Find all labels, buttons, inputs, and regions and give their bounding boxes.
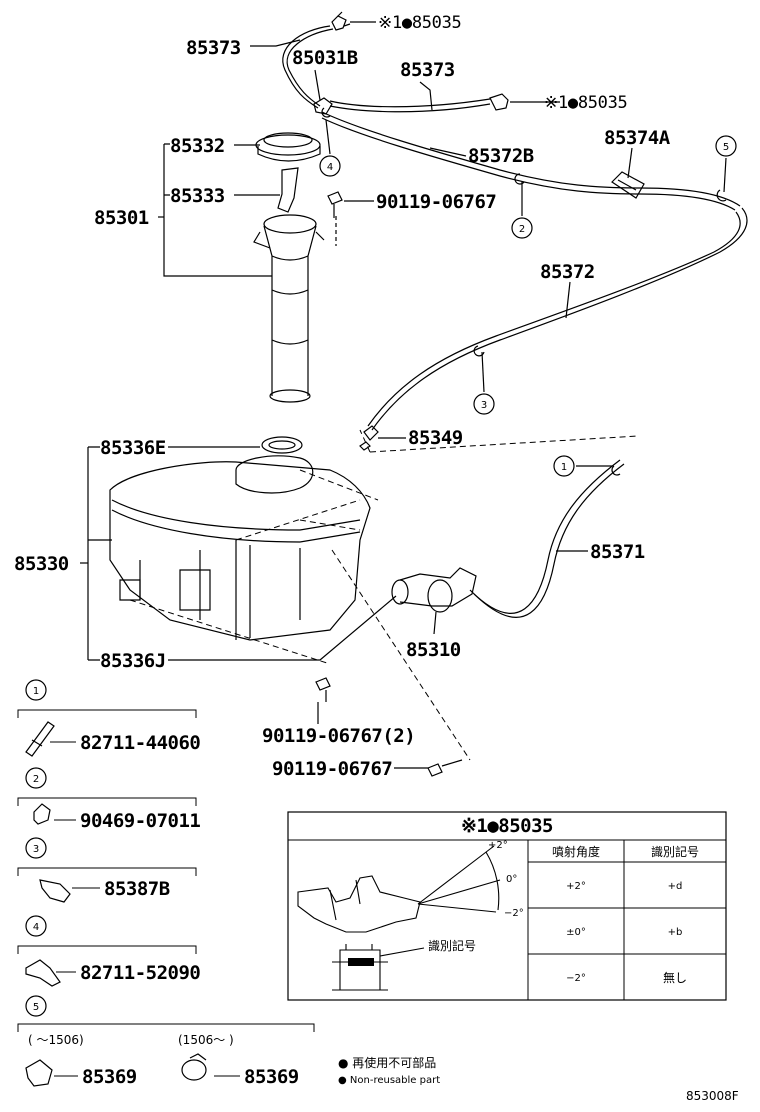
legend-num-4: 4 bbox=[33, 922, 39, 933]
washer-tank-85330 bbox=[109, 455, 371, 641]
callout-85333: 85333 bbox=[170, 185, 225, 207]
legend-part-2: 90469-07011 bbox=[80, 810, 200, 832]
svg-text:3: 3 bbox=[481, 400, 487, 411]
callout-circle-2 bbox=[511, 217, 533, 239]
nozzle-angle-inset: ※1●85035 噴射角度 識別記号 +2° +d ±0° +b −2° 無し … bbox=[287, 811, 727, 1001]
inset-label-plus2: +2° bbox=[488, 840, 508, 851]
svg-text:4: 4 bbox=[327, 162, 333, 173]
callout-85035-top: ※1●85035 bbox=[378, 13, 462, 33]
svg-text:5: 5 bbox=[723, 142, 729, 153]
inset-label-minus2: −2° bbox=[504, 908, 524, 919]
clamp-icon-5-left bbox=[25, 1059, 53, 1087]
legend-range-right: (1506～ ) bbox=[178, 1033, 234, 1047]
filler-cap-85332 bbox=[255, 132, 321, 162]
callout-85371: 85371 bbox=[590, 541, 645, 563]
legend-part-4: 82711-52090 bbox=[80, 962, 200, 984]
inset-col-angle: 噴射角度 bbox=[552, 844, 600, 859]
hose-85372b bbox=[321, 111, 741, 207]
bolt-90119-top bbox=[327, 191, 343, 218]
washer-pump-85310 bbox=[391, 567, 477, 613]
callout-circle-4 bbox=[319, 155, 341, 177]
callout-85336e: 85336E bbox=[100, 437, 166, 459]
clamp-icon-5-right bbox=[181, 1053, 207, 1081]
clip-85374a bbox=[611, 171, 645, 199]
bolt-90119-2 bbox=[315, 677, 331, 702]
inset-col-id: 識別記号 bbox=[651, 844, 699, 859]
legend-part-5-right: 85369 bbox=[244, 1066, 299, 1088]
inset-row3-angle: −2° bbox=[566, 973, 586, 984]
callout-90119-2: 90119-06767(2) bbox=[262, 725, 415, 747]
legend-part-1: 82711-44060 bbox=[80, 732, 200, 754]
callout-85301: 85301 bbox=[94, 207, 149, 229]
callout-85031b: 85031B bbox=[292, 47, 358, 69]
callout-85330: 85330 bbox=[14, 553, 69, 575]
clamp-icon-3 bbox=[39, 879, 71, 903]
svg-text:2: 2 bbox=[519, 224, 525, 235]
callout-85336j: 85336J bbox=[100, 650, 166, 672]
callout-85310: 85310 bbox=[406, 639, 461, 661]
callout-85372b: 85372B bbox=[468, 145, 534, 167]
svg-text:1: 1 bbox=[561, 462, 567, 473]
inset-row1-angle: +2° bbox=[566, 881, 586, 892]
callout-90119-bot: 90119-06767 bbox=[272, 758, 392, 780]
figure-id: 853008F bbox=[686, 1089, 739, 1103]
legend: 1 2 3 4 5 bbox=[17, 679, 315, 1088]
legend-num-3: 3 bbox=[33, 844, 39, 855]
inset-row2-angle: ±0° bbox=[566, 927, 586, 938]
callout-90119-top: 90119-06767 bbox=[376, 191, 496, 213]
callout-85349: 85349 bbox=[408, 427, 463, 449]
callout-85372: 85372 bbox=[540, 261, 595, 283]
callout-85035-mid: ※1●85035 bbox=[544, 93, 628, 113]
washer-nozzle-mid bbox=[489, 93, 509, 111]
inset-row2-id: +b bbox=[668, 927, 683, 938]
clip-icon-4 bbox=[25, 959, 61, 987]
gasket-85336e bbox=[261, 436, 303, 454]
inset-label-mark: 識別記号 bbox=[428, 938, 476, 953]
legend-part-3: 85387B bbox=[104, 878, 170, 900]
callout-circle-3 bbox=[473, 393, 495, 415]
clip-icon-2 bbox=[33, 803, 51, 825]
callout-85373-b: 85373 bbox=[400, 59, 455, 81]
legend-range-left: ( ～1506) bbox=[28, 1033, 84, 1047]
legend-num-5: 5 bbox=[33, 1002, 39, 1013]
callout-85373-a: 85373 bbox=[186, 37, 241, 59]
legend-part-5-left: 85369 bbox=[82, 1066, 137, 1088]
inset-row3-id: 無し bbox=[663, 970, 687, 985]
legend-num-2: 2 bbox=[33, 774, 39, 785]
washer-nozzle-top bbox=[331, 11, 351, 31]
hose-85372 bbox=[371, 207, 748, 431]
callout-circle-5 bbox=[715, 135, 737, 157]
note-jp: ● 再使用不可部品 bbox=[338, 1055, 436, 1070]
inset-row1-id: +d bbox=[668, 881, 683, 892]
joint-85031b bbox=[313, 97, 333, 115]
filler-pipe-85301 bbox=[253, 214, 325, 403]
filler-funnel-85333 bbox=[277, 167, 299, 213]
bolt-90119-bot bbox=[427, 759, 463, 777]
hose-85371 bbox=[469, 459, 621, 614]
inset-title: ※1●85035 bbox=[461, 815, 553, 837]
legend-num-1: 1 bbox=[33, 686, 39, 697]
inset-label-zero: 0° bbox=[506, 874, 517, 885]
clip-icon-1 bbox=[25, 721, 55, 757]
connector-85349 bbox=[359, 425, 379, 451]
callout-85332: 85332 bbox=[170, 135, 225, 157]
note-en: ● Non-reusable part bbox=[338, 1075, 440, 1086]
callout-85374a: 85374A bbox=[604, 127, 671, 149]
callout-circle-1 bbox=[553, 455, 575, 477]
hose-85373-a bbox=[282, 25, 331, 109]
